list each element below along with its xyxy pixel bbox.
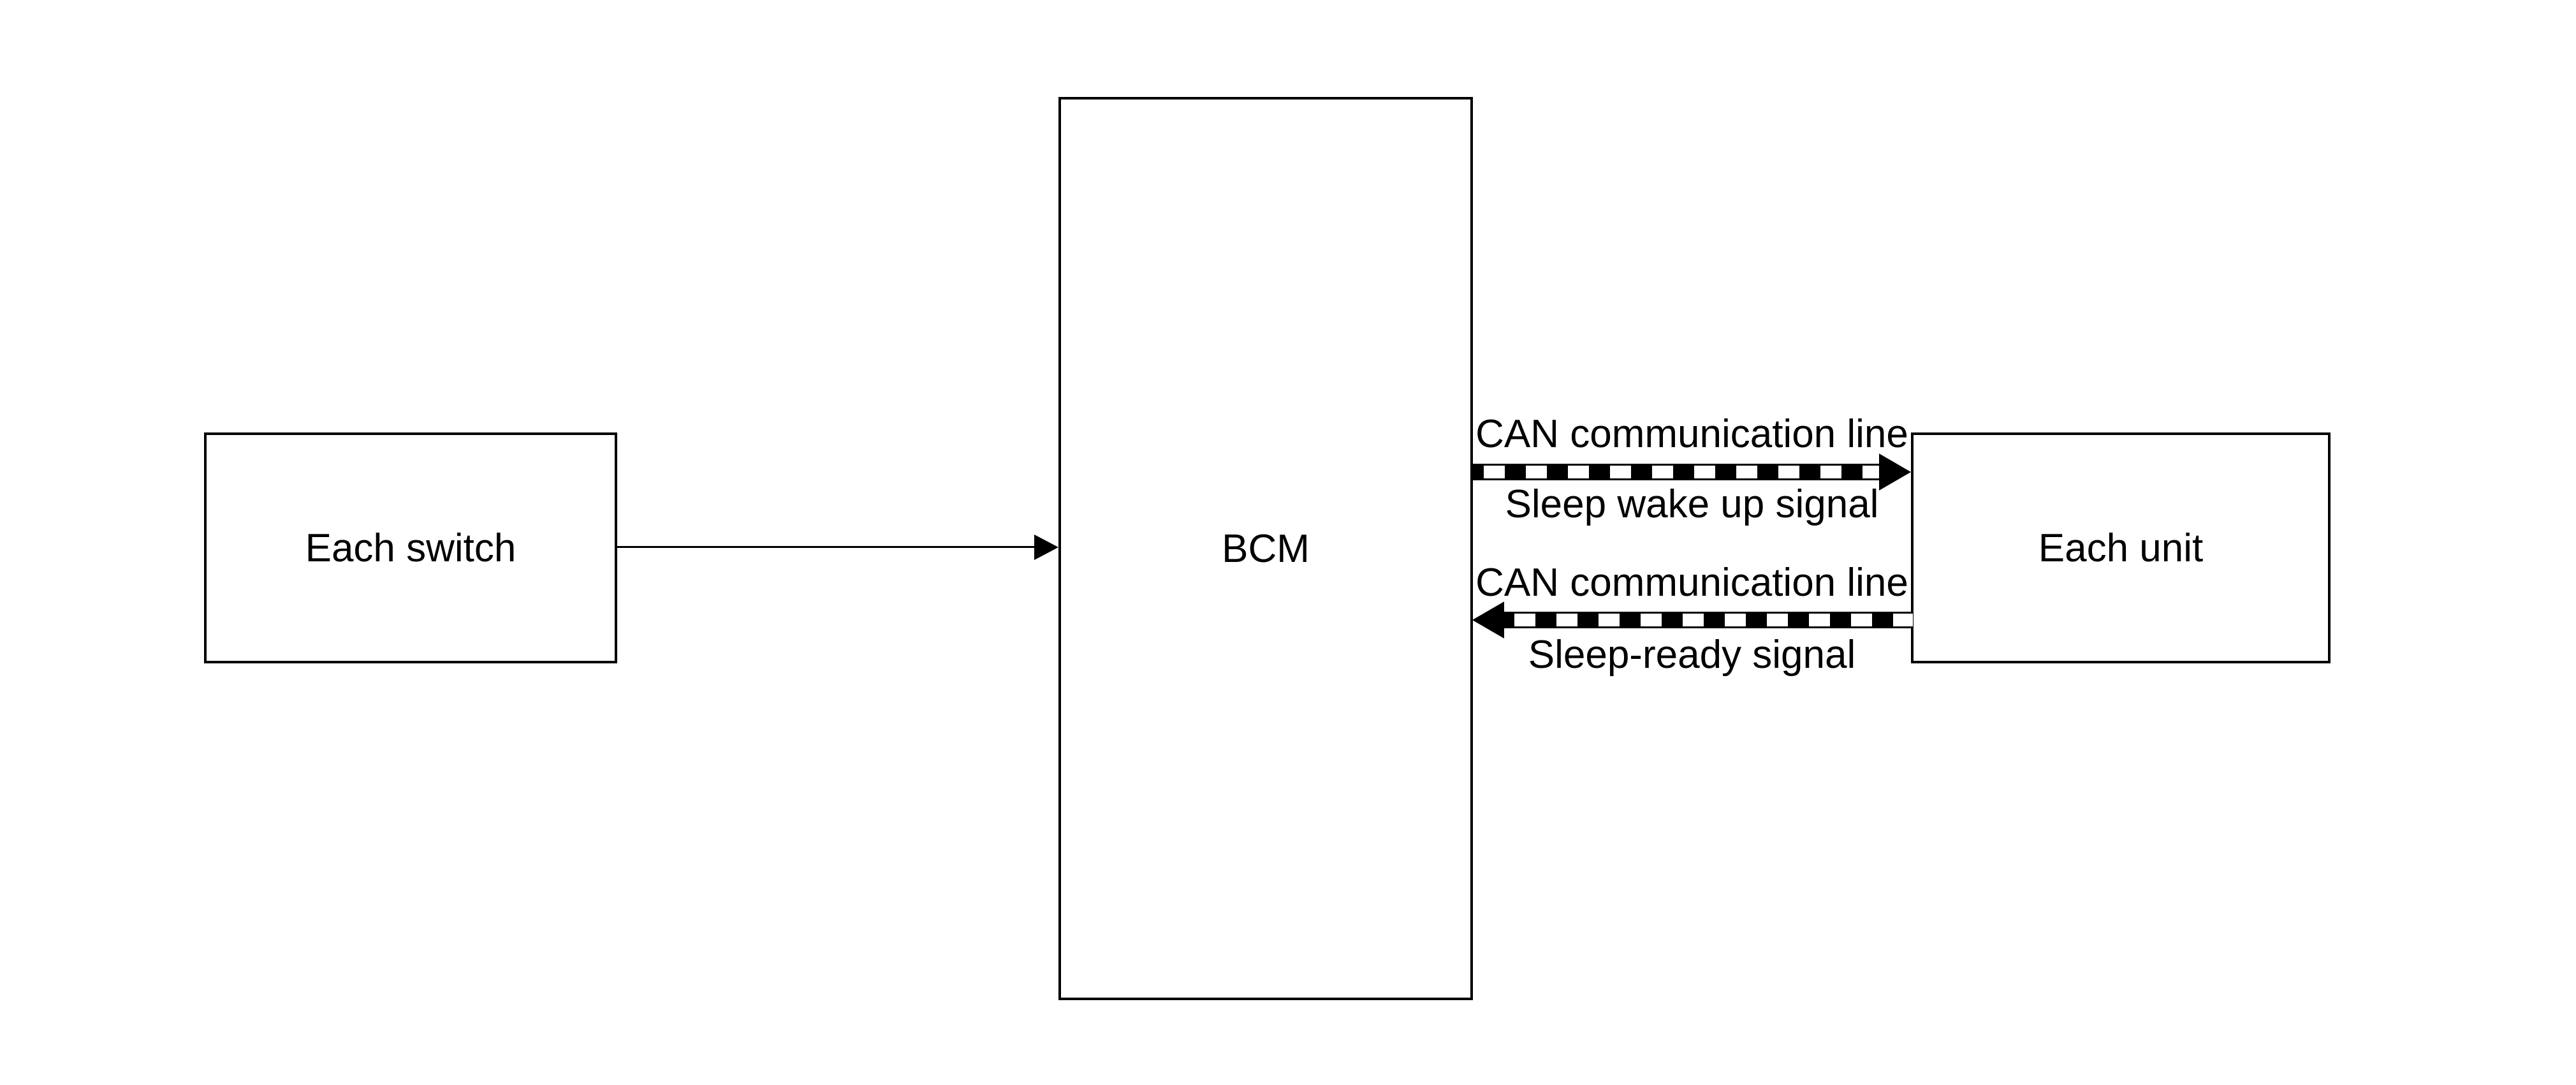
bcm-box: BCM — [1058, 97, 1473, 1000]
each-switch-label: Each switch — [305, 526, 516, 570]
can-communication-line-label-top: CAN communication line — [1475, 412, 1908, 456]
solid-arrowhead-right-icon — [1034, 535, 1058, 560]
switch-to-bcm-line — [617, 546, 1037, 548]
each-switch-box: Each switch — [204, 432, 617, 663]
unit-to-bcm-striped-line — [1504, 612, 1913, 628]
stripe-pattern — [1504, 614, 1913, 626]
striped-arrowhead-left-icon — [1472, 602, 1504, 638]
sleep-ready-signal-label: Sleep-ready signal — [1528, 633, 1856, 677]
stripe-pattern — [1473, 466, 1881, 478]
bcm-label: BCM — [1222, 526, 1310, 571]
sleep-wake-up-signal-label: Sleep wake up signal — [1505, 482, 1879, 526]
can-communication-line-label-bottom: CAN communication line — [1475, 561, 1908, 605]
each-unit-label: Each unit — [2038, 526, 2204, 570]
bcm-to-unit-striped-line — [1473, 464, 1881, 480]
each-unit-box: Each unit — [1911, 432, 2331, 663]
striped-arrowhead-right-icon — [1879, 454, 1911, 491]
